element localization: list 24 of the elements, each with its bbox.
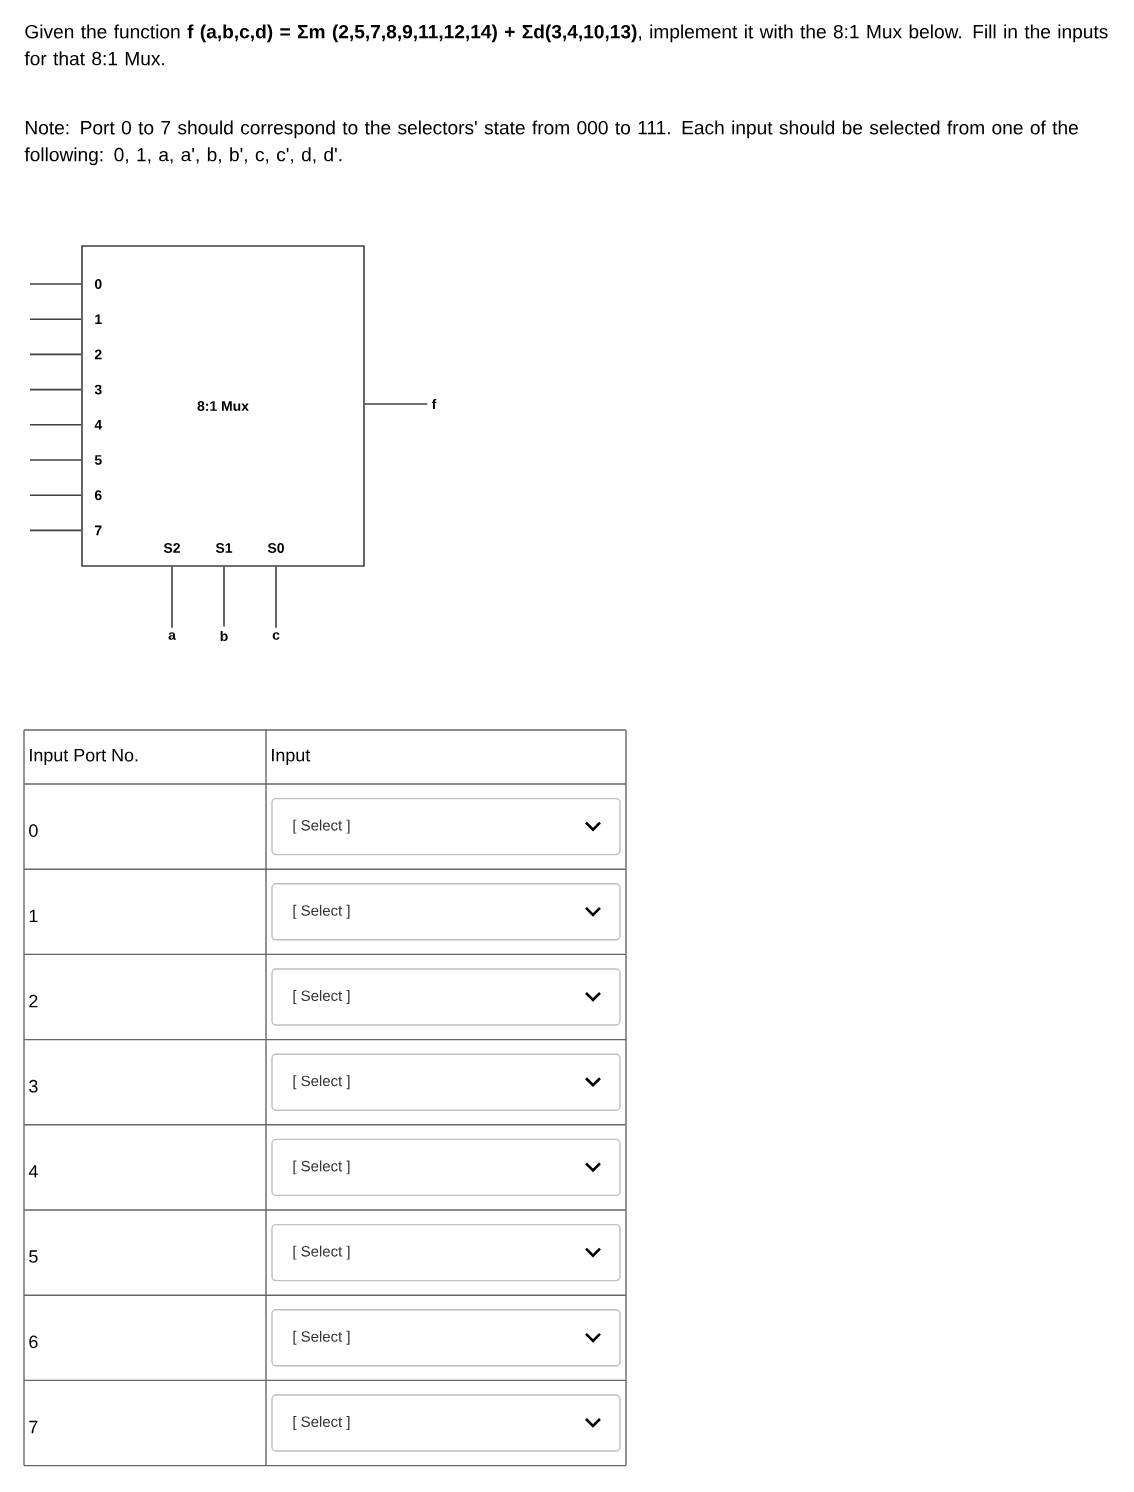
- port-number: 6: [29, 1335, 38, 1349]
- port-number: 4: [28, 1165, 38, 1178]
- input-line: [29, 459, 82, 461]
- signal-line: [223, 566, 225, 628]
- port-number: 0: [29, 824, 38, 837]
- port-number: 2: [29, 994, 38, 1008]
- note-text: Note: Port 0 to 7 should correspond to the selectors' state from 000 to 111. Each input should be selected from one of the following: 0, 1, a, a', b, b', c, c', d, d'.: [24, 120, 1078, 166]
- port-number: 1: [29, 909, 38, 922]
- signal-line: [171, 566, 173, 629]
- input-line: [29, 388, 82, 391]
- signal-line: [364, 403, 429, 405]
- question-text: Given the function f (a,b,c,d) = Σm (2,5,7,8,9,11,12,14) + Σd(3,4,10,13), implement it with the 8:1 Mux below. Fill in the inputs for that 8:1 Mux.: [24, 24, 1108, 66]
- input-line: [29, 353, 82, 356]
- input-line: [29, 318, 82, 320]
- input-line: [29, 283, 82, 285]
- signal-line: [275, 566, 277, 629]
- column-header: Input Port No.: [30, 748, 138, 766]
- input-line: [29, 494, 82, 496]
- port-number: 3: [29, 1079, 38, 1093]
- input-line: [29, 529, 82, 532]
- port-number: 7: [29, 1420, 38, 1434]
- port-number: 5: [29, 1250, 38, 1263]
- input-line: [29, 424, 82, 426]
- column-header: Input: [272, 748, 311, 766]
